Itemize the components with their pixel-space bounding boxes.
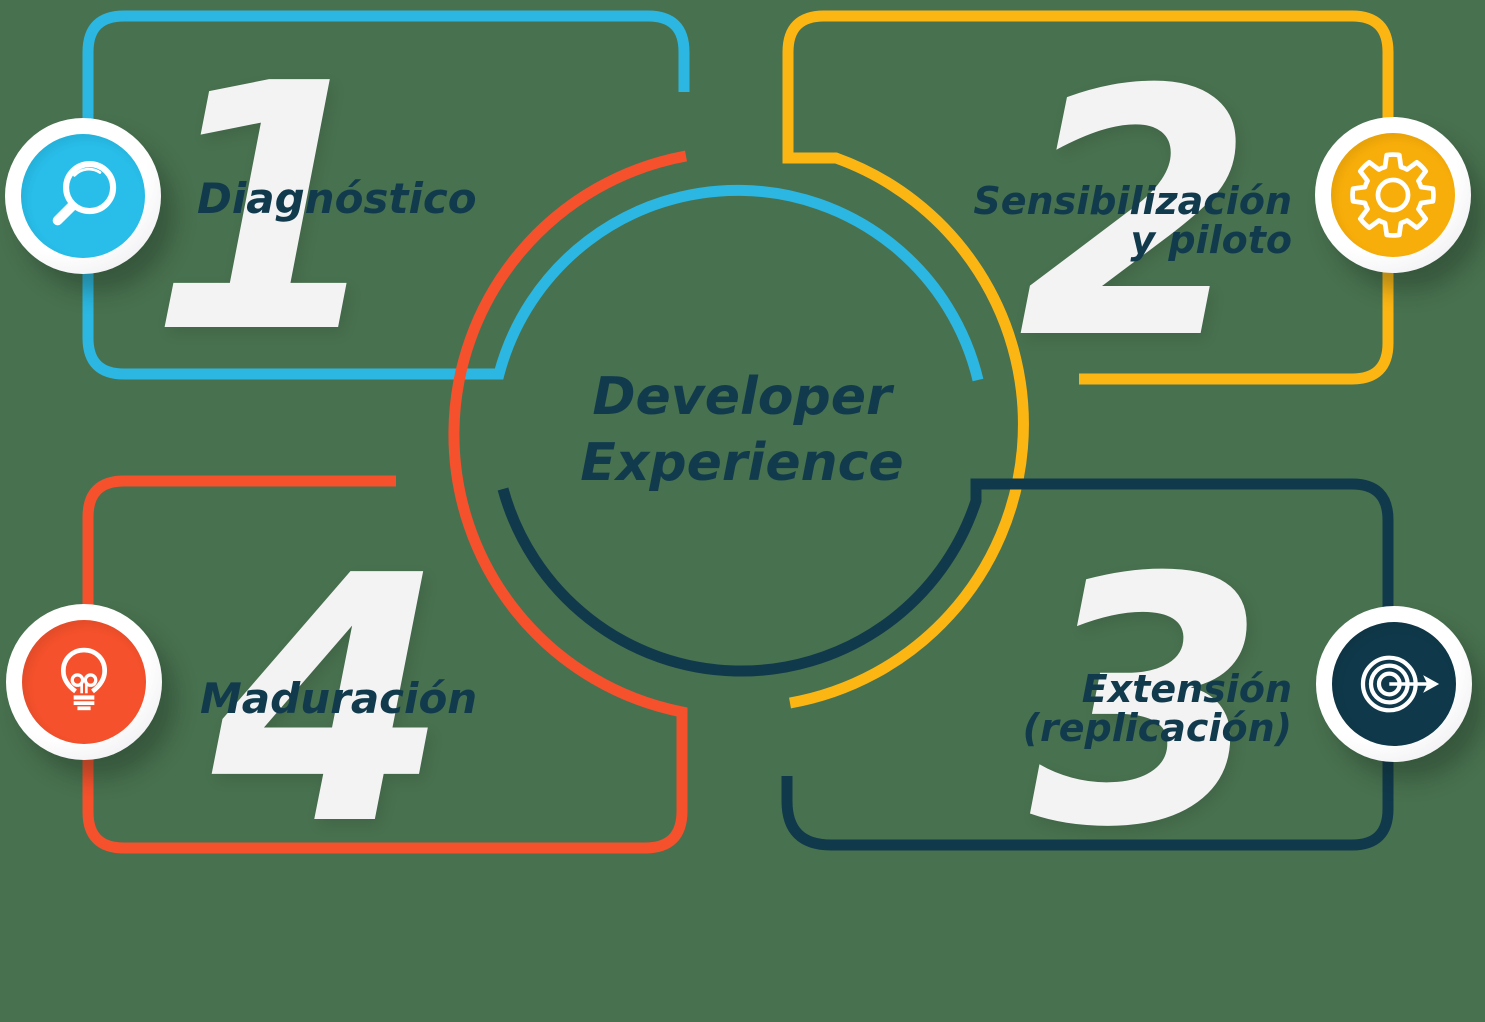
center-title-line2: Experience — [580, 433, 904, 493]
center-title: Developer Experience — [442, 364, 1042, 496]
step4-outline-orange — [82, 150, 688, 854]
step1-badge — [5, 118, 161, 274]
step1-numeral: 1 — [150, 12, 387, 408]
step3-outline-navy — [497, 478, 1394, 851]
center-title-line1: Developer — [592, 367, 892, 427]
step2-label-line2: y piloto — [1130, 218, 1292, 262]
step3-badge — [1316, 606, 1472, 762]
step4-badge — [6, 604, 162, 760]
step2-badge-circle — [1331, 133, 1455, 257]
step4-numeral: 4 — [212, 504, 449, 900]
step3-label: Extensión (replicación) — [1023, 670, 1292, 748]
step2-label-line1: Sensibilización — [973, 179, 1292, 223]
magnifying-glass-icon — [52, 160, 117, 226]
step3-label-line1: Extensión — [1081, 667, 1292, 711]
step3-label-line2: (replicación) — [1022, 706, 1292, 750]
step2-label: Sensibilización y piloto — [973, 182, 1292, 260]
step3-badge-circle — [1332, 622, 1456, 746]
step1-badge-circle — [21, 134, 145, 258]
step2-badge — [1315, 117, 1471, 273]
step1-label: Diagnóstico — [197, 174, 477, 223]
step2-outline-yellow — [782, 10, 1394, 709]
step4-label: Maduración — [200, 674, 478, 723]
gear-icon — [1350, 152, 1436, 238]
target-arrow-icon — [1360, 655, 1440, 713]
step3-numeral: 3 — [1030, 506, 1267, 902]
step4-badge-circle — [22, 620, 146, 744]
lightbulb-icon — [60, 647, 108, 711]
step1-outline-cyan — [82, 10, 984, 382]
step2-numeral: 2 — [1018, 18, 1255, 414]
